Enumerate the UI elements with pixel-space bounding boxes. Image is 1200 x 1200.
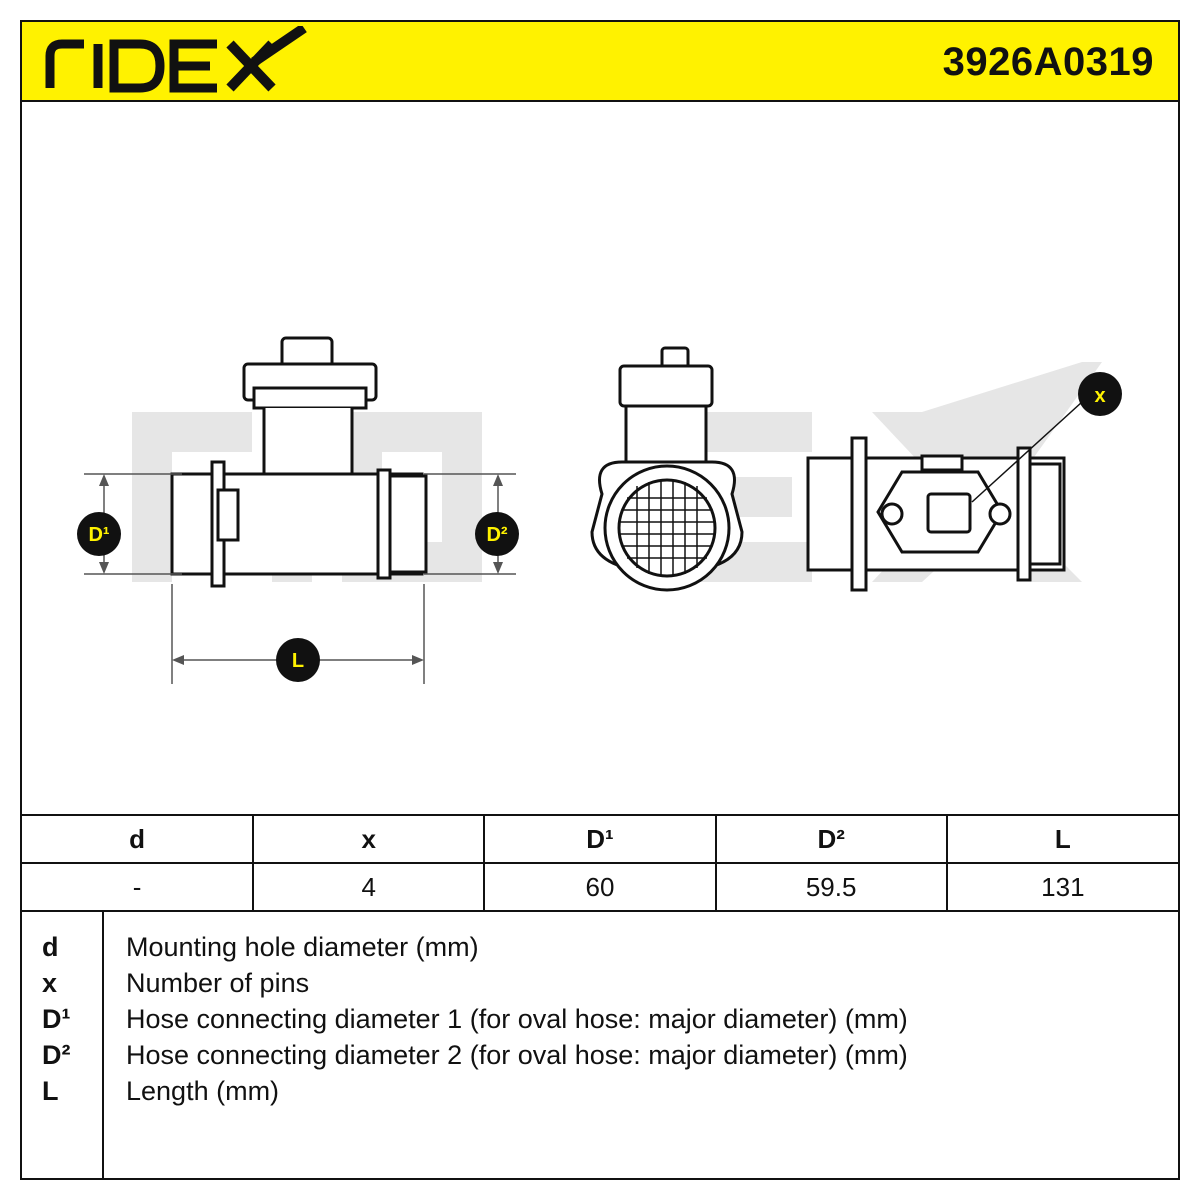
d2-badge: D² bbox=[475, 512, 519, 556]
legend-symbol: d bbox=[42, 932, 59, 962]
svg-text:D²: D² bbox=[486, 524, 507, 546]
legend-item: D¹ Hose connecting diameter 1 (for oval … bbox=[22, 1001, 1178, 1037]
legend-symbol: x bbox=[42, 968, 58, 998]
d1-badge: D¹ bbox=[77, 512, 121, 556]
legend-description: Hose connecting diameter 1 (for oval hos… bbox=[126, 1004, 908, 1034]
legend-item: L Length (mm) bbox=[22, 1073, 1178, 1109]
table-cell: - bbox=[22, 862, 255, 912]
svg-text:L: L bbox=[292, 650, 304, 672]
table-header-cell: x bbox=[252, 814, 486, 864]
front-view-grid bbox=[620, 480, 714, 576]
legend-description: Hose connecting diameter 2 (for oval hos… bbox=[126, 1040, 908, 1070]
legend: d Mounting hole diameter (mm) x Number o… bbox=[22, 911, 1178, 1178]
legend-item: D² Hose connecting diameter 2 (for oval … bbox=[22, 1037, 1178, 1073]
legend-symbol: D² bbox=[42, 1040, 71, 1070]
part-number: 3926A0319 bbox=[942, 40, 1154, 84]
table-row: - 4 60 59.5 131 bbox=[22, 862, 1178, 912]
top-view bbox=[806, 436, 1066, 592]
legend-description: Number of pins bbox=[126, 968, 310, 998]
brand-logo bbox=[45, 26, 307, 93]
legend-item: d Mounting hole diameter (mm) bbox=[22, 929, 1178, 965]
legend-symbol: L bbox=[42, 1076, 59, 1106]
spec-table: d x D¹ D² L - 4 60 59.5 131 bbox=[22, 814, 1178, 912]
legend-symbol: D¹ bbox=[42, 1004, 71, 1034]
legend-divider bbox=[102, 911, 104, 1178]
front-view bbox=[590, 346, 744, 592]
table-cell: 4 bbox=[252, 862, 486, 912]
table-cell: 60 bbox=[483, 862, 717, 912]
svg-text:D¹: D¹ bbox=[88, 524, 109, 546]
table-header-cell: D² bbox=[714, 814, 948, 864]
side-view bbox=[170, 336, 428, 588]
table-cell: 59.5 bbox=[714, 862, 948, 912]
table-header-cell: D¹ bbox=[483, 814, 717, 864]
legend-item: x Number of pins bbox=[22, 965, 1178, 1001]
legend-description: Length (mm) bbox=[126, 1076, 280, 1106]
dimension-arrows bbox=[99, 474, 503, 665]
legend-description: Mounting hole diameter (mm) bbox=[126, 932, 479, 962]
table-header-cell: L bbox=[945, 814, 1178, 864]
technical-drawing: D¹ D² L bbox=[22, 102, 1178, 814]
l-badge: L bbox=[276, 638, 320, 682]
table-header-cell: d bbox=[22, 814, 255, 864]
spec-sheet: 3926A0319 bbox=[20, 20, 1180, 1180]
drawing-canvas: D¹ D² L bbox=[77, 336, 1122, 684]
table-header-row: d x D¹ D² L bbox=[22, 814, 1178, 864]
header-bar: 3926A0319 bbox=[22, 22, 1178, 102]
svg-text:x: x bbox=[1094, 385, 1105, 407]
x-callout: x bbox=[971, 372, 1122, 503]
table-cell: 131 bbox=[945, 862, 1178, 912]
